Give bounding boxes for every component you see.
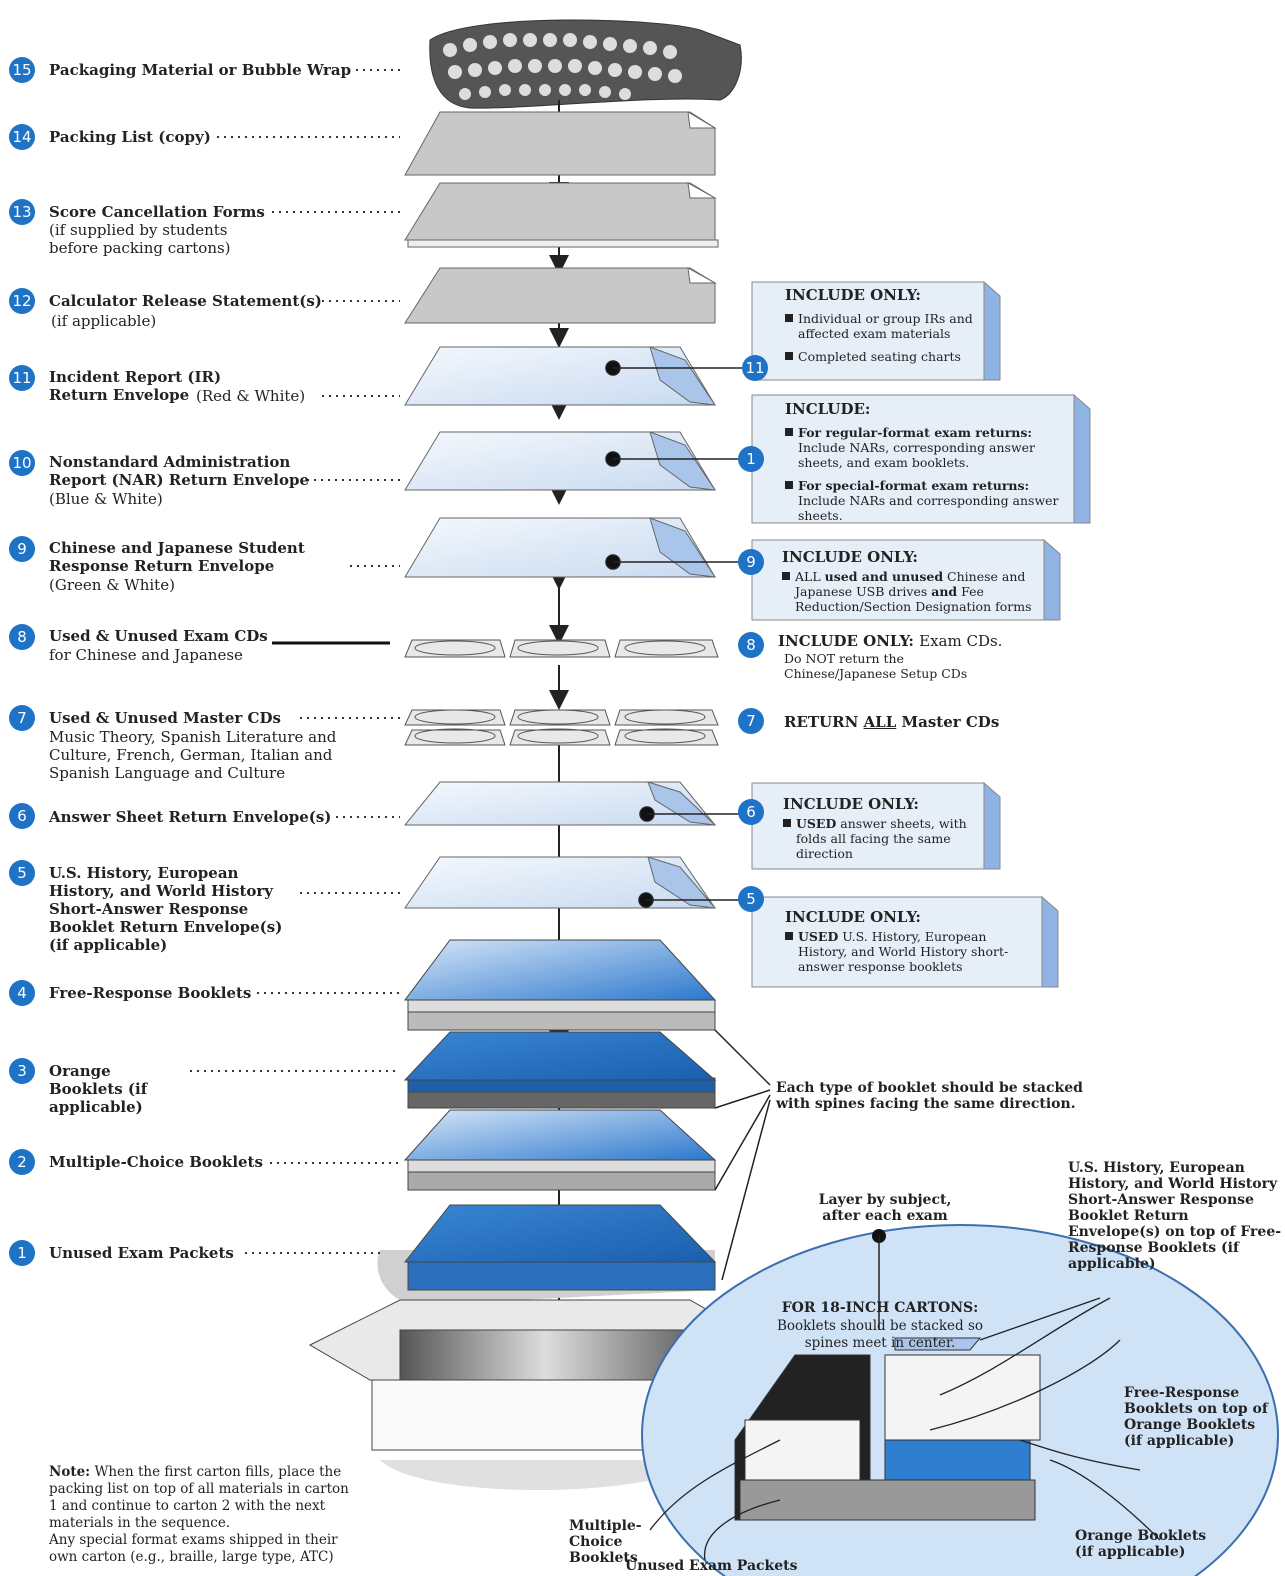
step-sub-13: (if supplied by students before packing … (49, 221, 231, 257)
box-text: Fee Reduction/Section Designation forms (795, 584, 1032, 614)
step-label-2: Multiple-Choice Booklets (49, 1153, 263, 1171)
box-item-text: Include NARs and corresponding answer sh… (798, 493, 1059, 523)
box-badge-10: 1 (738, 446, 764, 472)
unused-callout: Unused Exam Packets (625, 1558, 798, 1574)
step-label-7: Used & Unused Master CDs (49, 709, 281, 727)
box-heading: INCLUDE ONLY: (778, 632, 914, 650)
step-badge-15: 15 (9, 57, 35, 83)
note-text-2: Any special format exams shipped in thei… (49, 1532, 338, 1565)
box-bold: used and unused (824, 569, 944, 584)
box-item: For special-format exam returns: Include… (785, 478, 1065, 523)
step-sub-10: (Blue & White) (49, 490, 163, 508)
step-sub-7: Music Theory, Spanish Literature and Cul… (49, 728, 337, 782)
layer-callout: Layer by subject, after each exam (818, 1192, 952, 1224)
step-badge-7: 7 (9, 705, 35, 731)
step-badge-5: 5 (9, 860, 35, 886)
include-box-11: INCLUDE ONLY: Individual or group IRs an… (785, 286, 980, 372)
step-badge-11: 11 (9, 365, 35, 391)
box-badge-9: 9 (738, 549, 764, 575)
box-item-bold: For special-format exam returns: (798, 478, 1030, 493)
include-box-7: RETURN ALL Master CDs (784, 713, 1044, 738)
step-badge-12: 12 (9, 288, 35, 314)
step-label-15: Packaging Material or Bubble Wrap (49, 61, 352, 79)
carton-title: FOR 18-INCH CARTONS: (781, 1300, 979, 1316)
step-badge-6: 6 (9, 803, 35, 829)
step-sub-9: (Green & White) (49, 576, 175, 594)
box-heading-rest: Exam CDs. (919, 632, 1003, 650)
box-text: RETURN (784, 713, 864, 731)
include-box-8: INCLUDE ONLY: Exam CDs. Do NOT return th… (778, 632, 1078, 681)
box-item: Individual or group IRs and affected exa… (785, 311, 980, 341)
box-text: U.S. History, European History, and Worl… (798, 929, 1009, 974)
step-label-5: U.S. History, European History, and Worl… (49, 864, 283, 954)
box-item: USED answer sheets, with folds all facin… (783, 816, 978, 861)
include-box-6: INCLUDE ONLY: USED answer sheets, with f… (783, 795, 978, 869)
box-text: Chinese and Japanese USB drives (795, 569, 1026, 599)
step-badge-10: 10 (9, 450, 35, 476)
box-bold: and (931, 584, 958, 599)
step-badge-3: 3 (9, 1058, 35, 1084)
packing-note: Note: When the first carton fills, place… (49, 1464, 349, 1566)
note-bold: Note: (49, 1464, 91, 1480)
step-badge-4: 4 (9, 980, 35, 1006)
step-badge-1: 1 (9, 1240, 35, 1266)
bubble-wrap-icon (429, 19, 742, 109)
ush-callout: U.S. History, European History, and Worl… (1068, 1160, 1282, 1272)
box-bold: USED (796, 816, 837, 831)
box-item: Completed seating charts (785, 349, 980, 364)
step-label-14: Packing List (copy) (49, 128, 211, 146)
box-item: USED U.S. History, European History, and… (785, 929, 1030, 974)
box-text: Master CDs (896, 713, 1000, 731)
step-sub-12: (if applicable) (51, 312, 157, 330)
box-sub: Do NOT return the Chinese/Japanese Setup… (784, 651, 968, 681)
step-label-3: Orange Booklets (if applicable) (49, 1062, 148, 1116)
step-badge-9: 9 (9, 536, 35, 562)
step-badge-14: 14 (9, 124, 35, 150)
spines-callout: Each type of booklet should be stacked w… (776, 1080, 1083, 1112)
step-sub-8: for Chinese and Japanese (49, 646, 243, 664)
step-badge-13: 13 (9, 199, 35, 225)
box-heading: INCLUDE ONLY: (782, 548, 918, 566)
box-item-text: Include NARs, corresponding answer sheet… (798, 440, 1036, 470)
step-label-4: Free-Response Booklets (49, 984, 252, 1002)
box-heading: INCLUDE ONLY: (785, 908, 921, 926)
box-item: ALL used and unused Chinese and Japanese… (782, 569, 1037, 614)
box-underline: ALL (863, 713, 897, 731)
step-label-11: Incident Report (IR) Return Envelope (49, 368, 222, 404)
step-sub-11: (Red & White) (196, 387, 306, 405)
step-label-13: Score Cancellation Forms (49, 203, 265, 221)
box-item-bold: For regular-format exam returns: (798, 425, 1033, 440)
step-label-6: Answer Sheet Return Envelope(s) (49, 808, 332, 826)
box-badge-11: 11 (742, 355, 768, 381)
box-item: For regular-format exam returns:Include … (785, 425, 1065, 470)
step-badge-2: 2 (9, 1149, 35, 1175)
box-heading: INCLUDE ONLY: (783, 795, 919, 813)
mc-callout: Multiple-Choice Booklets (569, 1518, 642, 1566)
box-text: answer sheets, with folds all facing the… (796, 816, 967, 861)
include-box-10: INCLUDE: For regular-format exam returns… (785, 400, 1065, 531)
box-bold: USED (798, 929, 839, 944)
carton-sub: Booklets should be stacked so spines mee… (776, 1318, 984, 1351)
box-badge-6: 6 (738, 799, 764, 825)
step-label-10: Nonstandard Administration Report (NAR) … (49, 453, 309, 489)
step-label-8: Used & Unused Exam CDs (49, 627, 268, 645)
box-heading: INCLUDE: (785, 400, 871, 418)
orange-callout: Orange Booklets (if applicable) (1075, 1528, 1207, 1560)
box-badge-7: 7 (738, 708, 764, 734)
include-box-9: INCLUDE ONLY: ALL used and unused Chines… (782, 548, 1037, 622)
box-badge-8: 8 (738, 632, 764, 658)
step-label-9: Chinese and Japanese Student Response Re… (49, 539, 305, 575)
note-text: When the first carton fills, place the p… (49, 1464, 349, 1531)
fr-on-orange-callout: Free-Response Booklets on top of Orange … (1124, 1385, 1268, 1449)
box-text: ALL (795, 569, 825, 584)
step-badge-8: 8 (9, 624, 35, 650)
step-label-1: Unused Exam Packets (49, 1244, 234, 1262)
step-label-12: Calculator Release Statement(s) (49, 292, 322, 310)
box-badge-5: 5 (738, 886, 764, 912)
include-box-5: INCLUDE ONLY: USED U.S. History, Europea… (785, 908, 1030, 982)
box-heading: INCLUDE ONLY: (785, 286, 921, 304)
